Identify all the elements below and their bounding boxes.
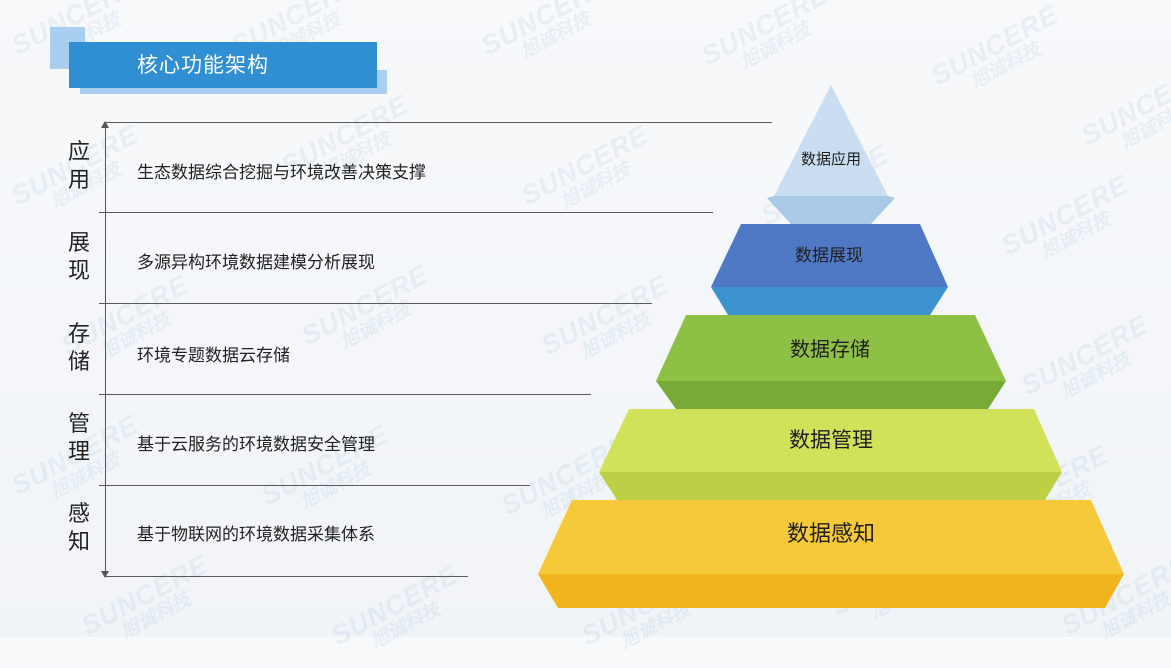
- tier-top-face: [774, 85, 888, 196]
- divider-line: [105, 122, 772, 123]
- axis-tick: [99, 485, 112, 486]
- tier-top-face: [538, 500, 1124, 574]
- pyramid-tier-storage: 数据存储: [656, 315, 1006, 409]
- tier-band-face: [538, 574, 1124, 608]
- divider-line: [105, 212, 713, 213]
- layer-description-application: 生态数据综合挖掘与环境改善决策支撑: [137, 163, 426, 183]
- layer-label-perception: 感知: [67, 502, 90, 555]
- divider-line: [105, 303, 652, 304]
- page-title: 核心功能架构: [69, 42, 377, 88]
- tier-top-face: [711, 224, 948, 287]
- layer-description-perception: 基于物联网的环境数据采集体系: [137, 525, 375, 545]
- axis-tick: [99, 303, 112, 304]
- layer-axis: [105, 123, 106, 576]
- tier-label-application: 数据应用: [801, 150, 861, 168]
- layer-label-storage: 存储: [67, 322, 90, 375]
- layer-description-storage: 环境专题数据云存储: [137, 346, 290, 366]
- divider-line: [105, 485, 530, 486]
- pyramid-tier-presentation: 数据展现: [711, 224, 948, 315]
- tier-label-perception: 数据感知: [787, 522, 875, 547]
- layer-label-application: 应用: [67, 140, 90, 193]
- pyramid-tier-management: 数据管理: [599, 409, 1062, 500]
- axis-arrow-down: [101, 571, 109, 578]
- layer-description-presentation: 多源异构环境数据建模分析展现: [137, 253, 375, 273]
- axis-tick: [99, 212, 112, 213]
- axis-tick: [99, 394, 112, 395]
- tier-band-face: [767, 196, 895, 225]
- divider-line: [105, 576, 468, 577]
- tier-band-face: [599, 472, 1062, 500]
- layer-label-presentation: 展现: [67, 231, 90, 284]
- tier-band-face: [656, 381, 1006, 409]
- tier-top-face: [599, 409, 1062, 472]
- pyramid-tier-application: 数据应用: [767, 85, 895, 225]
- layer-label-management: 管理: [67, 412, 90, 465]
- axis-arrow-up: [101, 121, 109, 128]
- pyramid-diagram: 数据应用 数据展现 数据存储 数据管理 数据感知: [538, 85, 1124, 608]
- tier-top-face: [656, 315, 1006, 381]
- tier-label-storage: 数据存储: [790, 337, 870, 361]
- layer-description-management: 基于云服务的环境数据安全管理: [137, 435, 375, 455]
- tier-label-presentation: 数据展现: [795, 246, 863, 266]
- pyramid-tier-perception: 数据感知: [538, 500, 1124, 608]
- tier-band-face: [711, 287, 948, 315]
- tier-label-management: 数据管理: [789, 428, 873, 452]
- divider-line: [105, 394, 591, 395]
